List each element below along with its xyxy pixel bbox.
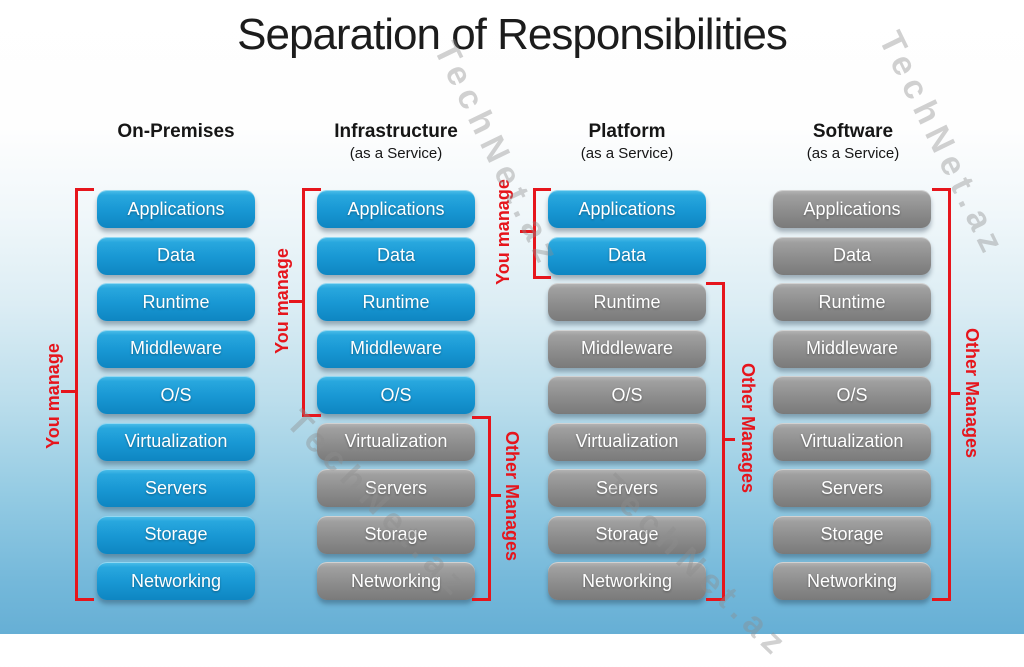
layer-box-applications: Applications [317,190,475,228]
column-header-on-premises: On-Premises [66,120,286,144]
layer-box-networking: Networking [548,562,706,600]
layer-box-runtime: Runtime [548,283,706,321]
column-subtitle: (as a Service) [806,145,900,162]
layer-box-applications: Applications [548,190,706,228]
layer-box-runtime: Runtime [97,283,255,321]
layer-box-virtualization: Virtualization [317,422,475,461]
layer-box-runtime: Runtime [773,283,931,321]
layer-box-servers: Servers [773,469,931,507]
layer-box-middleware: Middleware [548,329,706,368]
layer-box-virtualization: Virtualization [548,422,706,461]
other-manages-label: Other Manages [502,430,523,562]
layer-box-servers: Servers [548,469,706,507]
bracket-tick [61,390,75,393]
layer-box-middleware: Middleware [97,329,255,368]
you-manage-label: You manage [42,343,63,449]
column-subtitle: (as a Service) [580,145,674,162]
page-title: Separation of Responsibilities [237,10,788,59]
layer-box-data: Data [97,236,255,275]
column-title: On-Premises [117,121,235,142]
bracket-paas-other-manages [706,282,725,601]
layer-box-data: Data [548,236,706,275]
you-manage-label: You manage [271,248,292,354]
layer-box-data: Data [773,236,931,275]
bracket-iaas-other-manages [472,416,491,601]
column-title: Software [812,121,894,142]
bracket-on-premises-you-manage [75,188,94,601]
layer-box-storage: Storage [548,515,706,554]
layer-box-networking: Networking [773,562,931,600]
layer-box-o-s: O/S [773,376,931,414]
layer-box-storage: Storage [317,515,475,554]
layer-box-data: Data [317,236,475,275]
bracket-tick [722,438,735,441]
layer-box-storage: Storage [773,515,931,554]
bracket-iaas-you-manage [302,188,321,417]
layer-box-o-s: O/S [317,376,475,414]
column-title: Platform [588,121,666,142]
bracket-tick [520,230,533,233]
column-header-platform: Platform (as a Service) [517,120,737,163]
bracket-tick [289,300,302,303]
bracket-tick [948,392,960,395]
layer-box-o-s: O/S [97,376,255,414]
layer-box-runtime: Runtime [317,283,475,321]
bracket-paas-you-manage [533,188,551,279]
layer-box-applications: Applications [97,190,255,228]
layer-box-middleware: Middleware [317,329,475,368]
layer-box-storage: Storage [97,515,255,554]
layer-box-middleware: Middleware [773,329,931,368]
layer-box-o-s: O/S [548,376,706,414]
other-manages-label: Other Manages [962,327,983,459]
column-header-infrastructure: Infrastructure (as a Service) [286,120,506,163]
column-header-software: Software (as a Service) [743,120,963,163]
column-title: Infrastructure [334,121,458,142]
layer-box-networking: Networking [97,562,255,600]
layer-box-virtualization: Virtualization [773,422,931,461]
you-manage-label: You manage [492,179,513,285]
layer-box-networking: Networking [317,562,475,600]
layer-box-servers: Servers [317,469,475,507]
bracket-tick [488,494,501,497]
layer-box-servers: Servers [97,469,255,507]
column-subtitle: (as a Service) [349,145,443,162]
other-manages-label: Other Manages [738,362,759,494]
layer-box-applications: Applications [773,190,931,228]
layer-box-virtualization: Virtualization [97,422,255,461]
